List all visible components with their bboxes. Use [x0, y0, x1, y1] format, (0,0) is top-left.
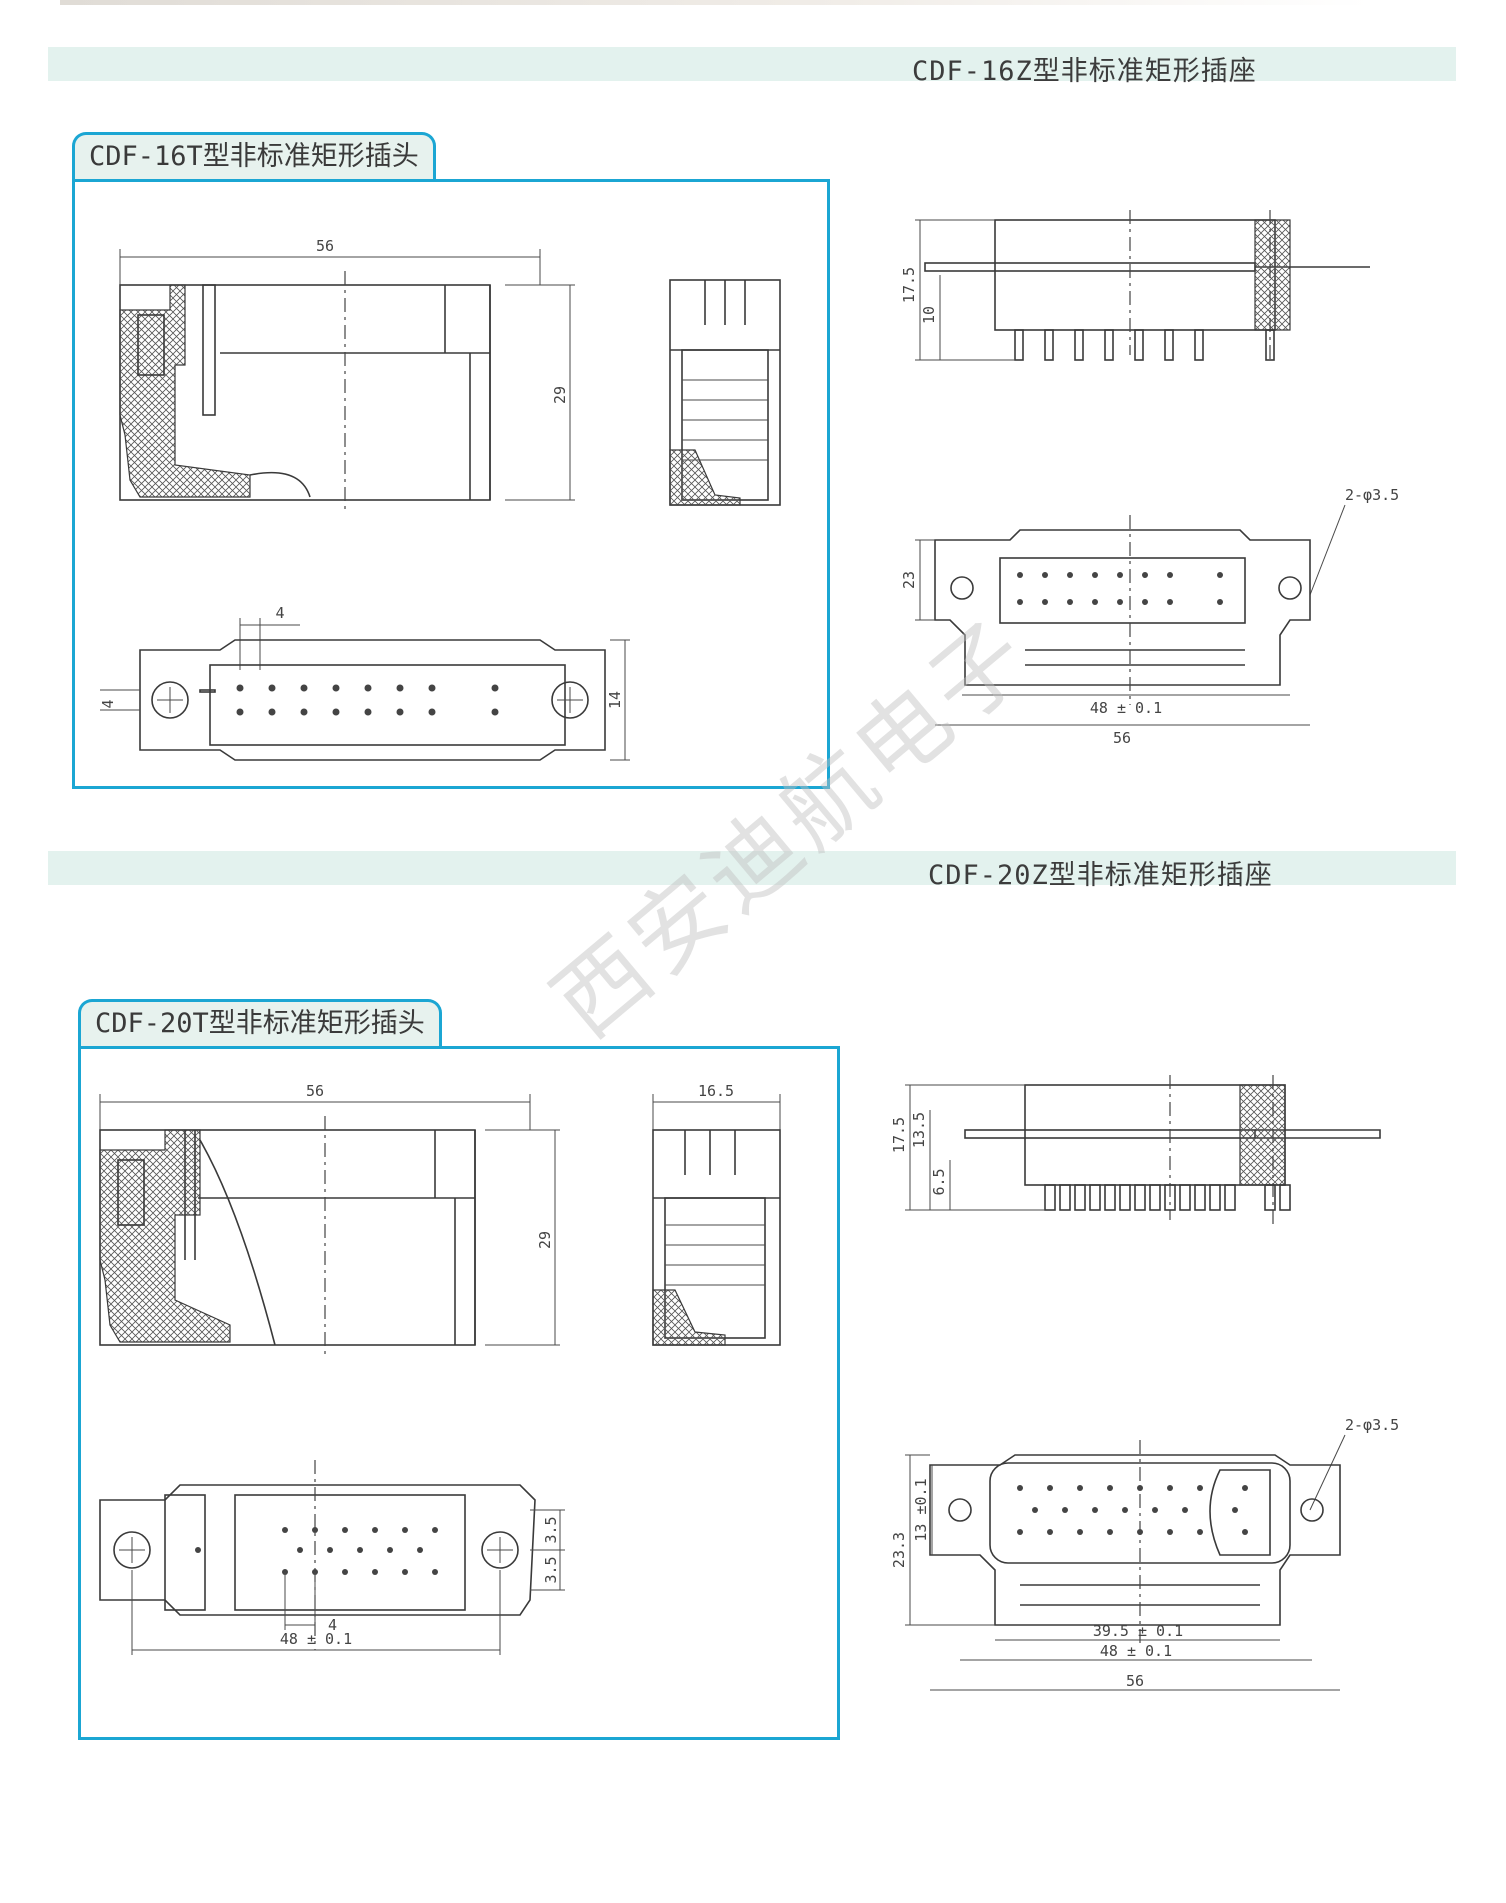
dim-20t-row-up: 3.5 — [542, 1516, 560, 1543]
dim-20z-h1: 17.5 — [890, 1117, 908, 1153]
dim-20z-inner-w: 39.5 ± 0.1 — [1093, 1622, 1183, 1640]
section-title-cdf-20z: CDF-20Z型非标准矩形插座 — [928, 860, 1273, 891]
dim-16t-width: 56 — [316, 237, 334, 255]
dim-20z-hole: 2-φ3.5 — [1345, 1416, 1399, 1434]
socket-16z-pins — [1014, 329, 1275, 361]
dim-16z-spacing: 48 ± 0.1 — [1090, 699, 1162, 717]
dim-20z-h3: 6.5 — [930, 1168, 948, 1195]
dim-20z-spacing: 48 ± 0.1 — [1100, 1642, 1172, 1660]
panel-cdf-20t-plug — [78, 1046, 840, 1740]
cdf-16t-front-view: 56 29 — [119, 237, 575, 510]
dim-16t-pitch: 4 — [275, 604, 284, 622]
dim-20t-height: 29 — [536, 1231, 554, 1249]
cdf-16t-pin-view: 4 4 14 — [99, 604, 630, 761]
dim-20t-width: 56 — [306, 1082, 324, 1100]
dim-20t-spacing: 48 ± 0.1 — [280, 1630, 352, 1648]
section-title-cdf-16z: CDF-16Z型非标准矩形插座 — [912, 56, 1257, 87]
dim-16z-height: 23 — [900, 571, 918, 589]
dim-16t-depth: 14 — [606, 691, 624, 709]
cdf-20t-side-view: 16.5 — [652, 1082, 781, 1346]
tab-title-cdf-20t: CDF-20T型非标准矩形插头 — [95, 1008, 425, 1039]
dim-20z-h2: 13.5 — [910, 1112, 928, 1148]
dim-20z-width: 56 — [1126, 1672, 1144, 1690]
dim-20z-height: 23.3 — [890, 1532, 908, 1568]
pin-grid-16z — [1017, 572, 1223, 605]
dim-16z-hole: 2-φ3.5 — [1345, 486, 1399, 504]
dim-16z-width: 56 — [1113, 729, 1131, 747]
section-band-1 — [48, 47, 1456, 81]
dim-16z-h1: 17.5 — [900, 267, 918, 303]
dim-20t-side-width: 16.5 — [698, 1082, 734, 1100]
dim-20t-row-down: 3.5 — [542, 1556, 560, 1583]
pin-grid-16 — [236, 684, 499, 716]
cdf-16z-side-view: 17.5 10 — [900, 210, 1370, 361]
dim-16t-row-gap: 4 — [99, 699, 117, 708]
cdf-20z-side-view: 17.5 13.5 6.5 — [890, 1075, 1381, 1225]
tab-title-cdf-16t: CDF-16T型非标准矩形插头 — [89, 141, 419, 172]
socket-20z-pins — [1044, 1184, 1291, 1211]
dim-16t-height: 29 — [551, 386, 569, 404]
dim-16z-h2: 10 — [920, 306, 938, 324]
cdf-20t-pin-view: 4 48 ± 0.1 3.5 3.5 — [99, 1460, 565, 1655]
section-band-2 — [48, 851, 1456, 885]
dim-20z-inner-h: 13 ±0.1 — [912, 1478, 930, 1541]
cdf-20z-face-view: 2-φ3.5 23.3 13 ±0.1 39.5 ± 0.1 48 ± 0.1 … — [890, 1416, 1399, 1691]
cdf-16z-face-view: 2-φ3.5 23 48 ± 0.1 56 — [900, 486, 1399, 747]
dim-20t-pitch: 4 — [328, 1616, 337, 1634]
tab-cdf-20t: CDF-20T型非标准矩形插头 — [78, 999, 442, 1046]
pin-grid-20z — [1017, 1485, 1248, 1535]
top-decor-strip — [60, 0, 1370, 5]
tab-cdf-16t: CDF-16T型非标准矩形插头 — [72, 132, 436, 179]
pin-grid-20 — [195, 1527, 438, 1575]
cdf-20t-front-view: 56 29 — [99, 1082, 560, 1355]
cdf-16t-side-view — [669, 279, 781, 506]
